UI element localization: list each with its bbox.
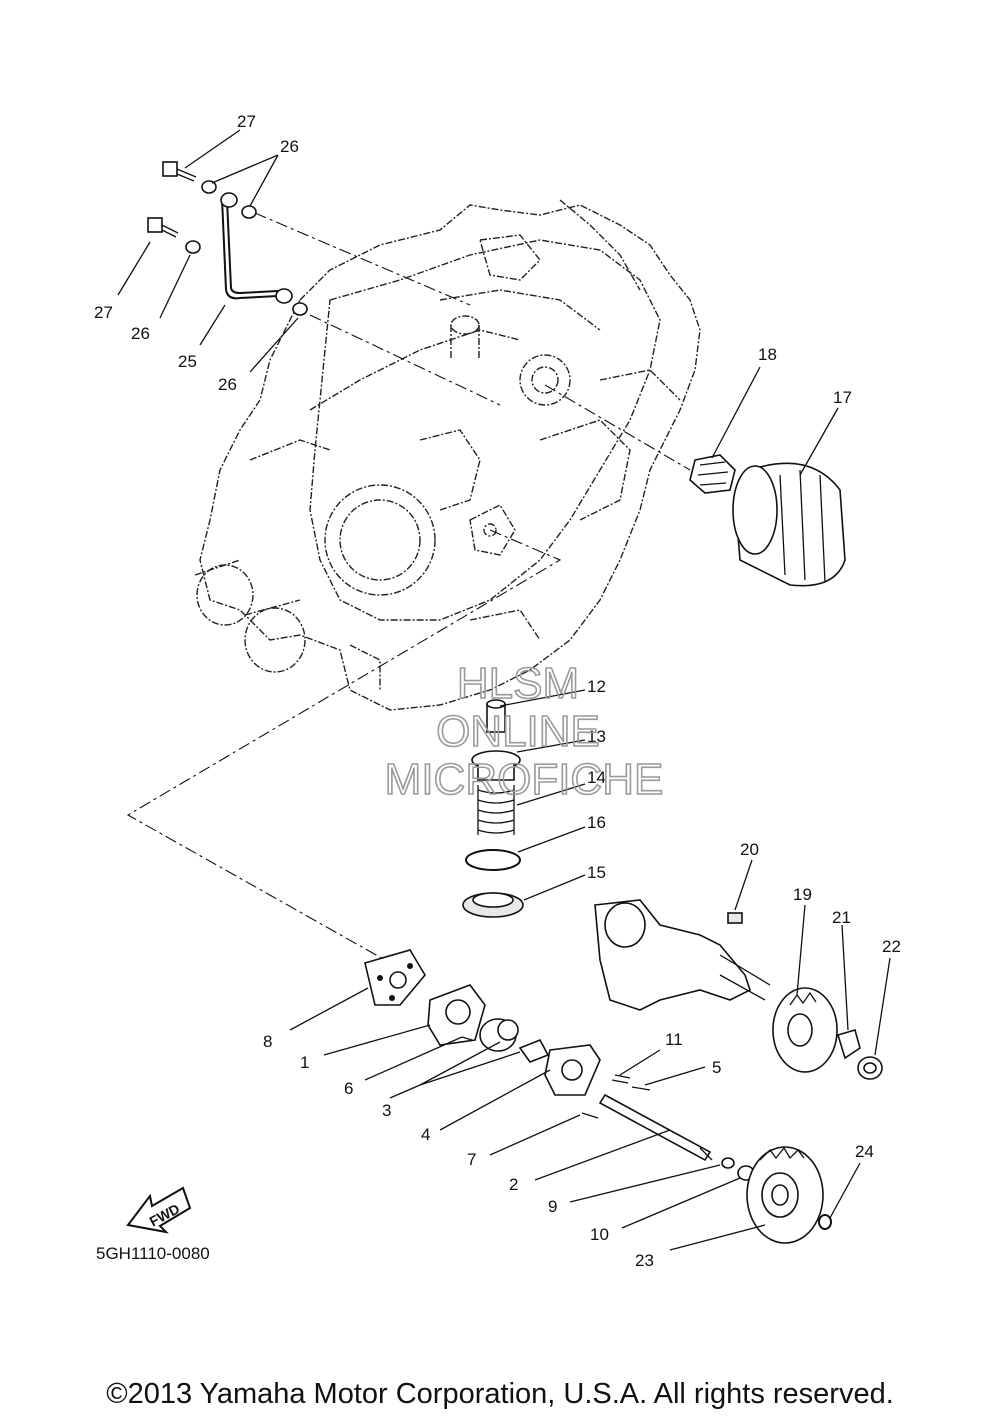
label-16: 16 <box>587 813 606 832</box>
inner-rotor-4 <box>518 1038 550 1063</box>
washer-26-right <box>241 205 257 219</box>
watermark: HLSM ONLINE MICROFICHE <box>384 658 664 805</box>
leader-lines <box>117 129 891 1251</box>
label-27-bottom: 27 <box>94 303 113 322</box>
washer-26-pipe <box>292 302 308 316</box>
label-20: 20 <box>740 840 759 859</box>
label-24: 24 <box>855 1142 874 1161</box>
label-17: 17 <box>833 388 852 407</box>
label-22: 22 <box>882 937 901 956</box>
label-5: 5 <box>712 1058 721 1077</box>
strainer-group <box>462 699 524 918</box>
label-9: 9 <box>548 1197 557 1216</box>
label-26-left: 26 <box>131 324 150 343</box>
o-ring-16 <box>465 849 521 871</box>
label-2: 2 <box>509 1175 518 1194</box>
label-18: 18 <box>758 345 777 364</box>
key-20 <box>727 912 743 924</box>
watermark-line-1: HLSM <box>457 659 579 708</box>
bolt-27-lower-head <box>147 217 163 233</box>
label-26-bottom: 26 <box>218 375 237 394</box>
label-4: 4 <box>421 1125 430 1144</box>
watermark-line-2: ONLINE <box>436 707 600 756</box>
bolt-27-upper-head <box>162 161 178 177</box>
part-number-labels: 27 26 27 26 25 26 18 17 12 13 14 16 15 2… <box>94 112 901 1270</box>
washer-21 <box>836 1029 861 1060</box>
fwd-arrow: FWD <box>126 1186 192 1234</box>
oil-filter-group <box>689 454 846 587</box>
label-21: 21 <box>832 908 851 927</box>
label-14: 14 <box>587 768 606 787</box>
label-11: 11 <box>665 1030 683 1049</box>
label-19: 19 <box>793 885 812 904</box>
label-1: 1 <box>300 1053 309 1072</box>
circlip-24 <box>818 1214 832 1230</box>
label-8: 8 <box>263 1032 272 1051</box>
spring-14 <box>477 789 515 834</box>
clip-9 <box>721 1157 735 1169</box>
shaft-2 <box>598 1093 712 1162</box>
copyright-notice: ©2013 Yamaha Motor Corporation, U.S.A. A… <box>106 1378 894 1410</box>
washer-26-lower <box>185 240 201 254</box>
washer-26-upper <box>201 180 217 194</box>
diagram-code: 5GH1110-0080 <box>96 1244 210 1263</box>
watermark-line-3: MICROFICHE <box>385 755 664 804</box>
label-10: 10 <box>590 1225 609 1244</box>
crankcase-drawing <box>194 199 701 711</box>
label-6: 6 <box>344 1079 353 1098</box>
pipe-25 <box>221 197 279 300</box>
oil-delivery-pipe-group <box>147 161 308 316</box>
label-23: 23 <box>635 1251 654 1270</box>
label-3: 3 <box>382 1101 391 1120</box>
label-7: 7 <box>467 1150 476 1169</box>
label-15: 15 <box>587 863 606 882</box>
explosion-lines <box>126 212 691 961</box>
label-25: 25 <box>178 352 197 371</box>
label-13: 13 <box>587 727 606 746</box>
label-26-top: 26 <box>280 137 299 156</box>
label-27-top: 27 <box>237 112 256 131</box>
label-12: 12 <box>587 677 606 696</box>
oil-pump-group <box>364 899 883 1244</box>
